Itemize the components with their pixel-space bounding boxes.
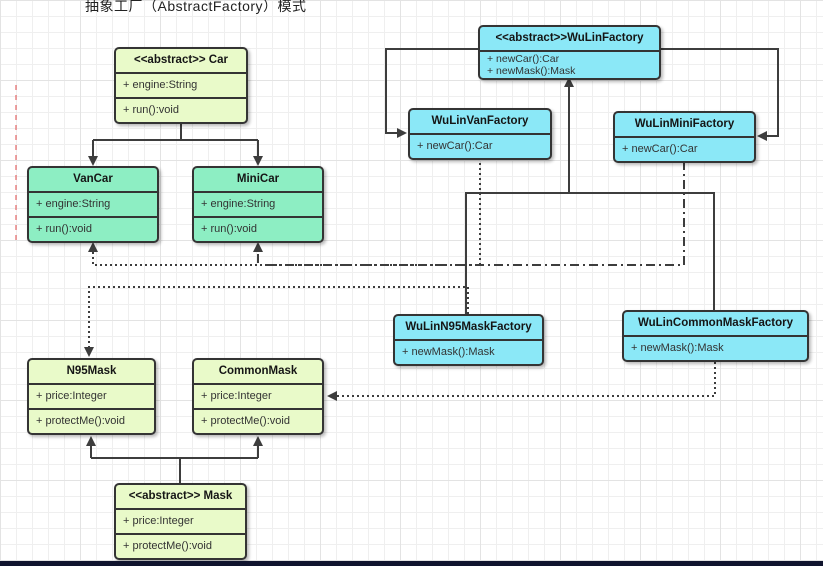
class-wulinn95maskfactory[interactable]: WuLinN95MaskFactory + newMask():Mask	[393, 314, 544, 366]
class-method: + newMask():Mask	[624, 335, 807, 360]
class-title: WuLinN95MaskFactory	[405, 321, 532, 333]
window-bottom-edge	[0, 561, 823, 566]
class-method: + newCar():Car	[487, 53, 560, 65]
class-title: VanCar	[73, 173, 113, 185]
class-method: + newMask():Mask	[395, 339, 542, 364]
class-method: + newMask():Mask	[487, 65, 576, 77]
class-method: + newCar():Car	[615, 136, 754, 161]
class-title: WuLinMiniFactory	[634, 118, 735, 130]
class-attribute: + price:Integer	[194, 383, 322, 408]
class-wulinminifactory[interactable]: WuLinMiniFactory + newCar():Car	[613, 111, 756, 163]
class-method: + run():void	[116, 97, 246, 122]
class-title: <<abstract>> Car	[134, 54, 228, 66]
edge-commonfactory-to-commonmask[interactable]	[327, 362, 716, 401]
class-title: WuLinCommonMaskFactory	[637, 317, 794, 329]
class-method: + protectMe():void	[116, 533, 245, 558]
arrowhead	[397, 128, 407, 138]
arrowhead	[88, 156, 98, 166]
class-method: + newCar():Car	[410, 133, 550, 158]
class-title: N95Mask	[66, 365, 117, 377]
class-wulinfactory[interactable]: <<abstract>>WuLinFactory + newCar():Car …	[478, 25, 661, 80]
class-method: + run():void	[194, 216, 322, 241]
class-title: WuLinVanFactory	[431, 115, 529, 127]
arrowhead	[327, 391, 337, 401]
class-mask[interactable]: <<abstract>> Mask + price:Integer + prot…	[114, 483, 247, 560]
edge-car-to-children[interactable]	[88, 122, 263, 166]
class-minicar[interactable]: MiniCar + engine:String + run():void	[192, 166, 324, 243]
class-car[interactable]: <<abstract>> Car + engine:String + run()…	[114, 47, 248, 124]
diagram-title: 抽象工厂（AbstractFactory）模式	[85, 0, 307, 14]
arrowhead	[253, 156, 263, 166]
class-methods: + newCar():Car + newMask():Mask	[480, 50, 659, 78]
arrowhead	[253, 242, 263, 252]
arrowhead	[86, 436, 96, 446]
class-commonmask[interactable]: CommonMask + price:Integer + protectMe()…	[192, 358, 324, 435]
arrowhead	[84, 347, 94, 357]
class-attribute: + price:Integer	[116, 508, 245, 533]
arrowhead	[88, 242, 98, 252]
arrowhead	[253, 436, 263, 446]
class-attribute: + engine:String	[116, 72, 246, 97]
class-method: + protectMe():void	[29, 408, 154, 433]
class-attribute: + engine:String	[29, 191, 157, 216]
class-method: + protectMe():void	[194, 408, 322, 433]
class-title: <<abstract>>WuLinFactory	[495, 32, 644, 44]
class-wulinvanfactory[interactable]: WuLinVanFactory + newCar():Car	[408, 108, 552, 160]
class-wulincommonmaskfactory[interactable]: WuLinCommonMaskFactory + newMask():Mask	[622, 310, 809, 362]
arrowhead	[757, 131, 767, 141]
class-title: CommonMask	[218, 365, 298, 377]
class-attribute: + engine:String	[194, 191, 322, 216]
class-n95mask[interactable]: N95Mask + price:Integer + protectMe():vo…	[27, 358, 156, 435]
class-title: MiniCar	[236, 173, 280, 185]
class-attribute: + price:Integer	[29, 383, 154, 408]
edge-mask-to-children[interactable]	[86, 436, 263, 483]
class-vancar[interactable]: VanCar + engine:String + run():void	[27, 166, 159, 243]
class-method: + run():void	[29, 216, 157, 241]
class-title: <<abstract>> Mask	[128, 490, 233, 502]
